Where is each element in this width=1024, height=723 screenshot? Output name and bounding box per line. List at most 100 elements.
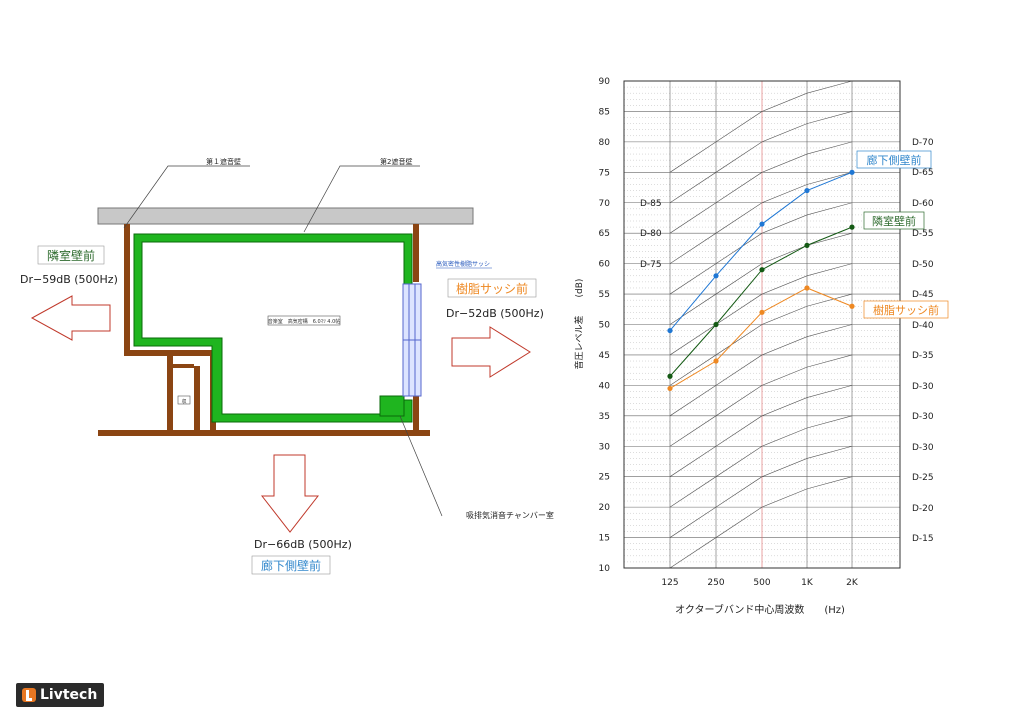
- d-label-right: D-70: [912, 138, 934, 148]
- series-point: [713, 321, 719, 328]
- d-curve: [669, 445, 853, 538]
- series-point: [667, 327, 673, 334]
- series-point: [667, 385, 673, 392]
- y-tick-label: 15: [599, 534, 610, 544]
- d-curve: [669, 111, 853, 204]
- x-tick-label: 2K: [846, 578, 859, 588]
- room-label: 音楽室 高気密構 6.0ﾏﾂ 4.0帖: [268, 318, 341, 325]
- series-line: [669, 287, 853, 389]
- d-curve: [669, 141, 853, 234]
- storage-box: [177, 395, 191, 405]
- y-tick-label: 80: [599, 138, 611, 148]
- floor-plan-diagram: 収 音楽室 高気密構 6.0ﾏﾂ 4.0帖 第１遮音壁 第2遮音壁 高気密性樹脂…: [20, 157, 554, 575]
- series-point: [804, 242, 810, 248]
- d-label-right: D-65: [912, 168, 934, 178]
- series-line: [669, 171, 853, 331]
- d-curve: [669, 385, 853, 477]
- series-point: [759, 221, 765, 227]
- y-tick-label: 60: [599, 260, 611, 270]
- legend-neighbor: 隣室壁前: [872, 214, 916, 228]
- d-curve: [669, 354, 853, 447]
- y-tick-label: 40: [599, 381, 611, 391]
- d-curve: [669, 415, 853, 508]
- legend-corridor: 廊下側壁前: [867, 153, 922, 167]
- d-curve-labels: D-70D-65D-60D-55D-50D-45D-40D-35D-30D-30…: [640, 138, 934, 544]
- y-tick-label: 65: [599, 229, 610, 239]
- series-point: [713, 358, 719, 364]
- legend-corridor-box: [856, 150, 932, 169]
- d-label-right: D-60: [912, 199, 934, 209]
- plot-frame: [623, 80, 901, 569]
- corridor-arrow: [260, 454, 320, 533]
- d-curve: [669, 80, 853, 173]
- d-label-right: D-35: [912, 351, 934, 361]
- corridor-title: 廊下側壁前: [261, 558, 321, 573]
- wall2-label: 第2遮音壁: [380, 157, 412, 166]
- d-label-left: D-75: [640, 260, 662, 270]
- series-point: [849, 303, 855, 309]
- sash-title-box: [447, 278, 537, 298]
- d-label-right: D-40: [912, 321, 934, 331]
- y-tick-label: 70: [599, 199, 611, 209]
- series-lines: [667, 169, 855, 392]
- d-curve: [669, 324, 853, 417]
- chamber-label: 吸排気消音チャンバー室: [466, 510, 554, 520]
- d-label-right: D-30: [912, 412, 934, 422]
- series-point: [759, 267, 765, 273]
- d-label-right: D-30: [912, 443, 934, 453]
- d-curve: [669, 263, 853, 356]
- d-label-right: D-15: [912, 534, 934, 544]
- neighbor-value: Dr−59dB (500Hz): [20, 273, 118, 286]
- d-label-right: D-30: [912, 382, 934, 392]
- wall1-label: 第１遮音壁: [206, 157, 241, 166]
- sash-label: 高気密性樹脂サッシ: [436, 260, 490, 268]
- corridor-title-box: [251, 555, 331, 575]
- leader-lines: [123, 165, 443, 517]
- resin-sash-window: [402, 283, 422, 397]
- x-tick-label: 250: [707, 578, 724, 588]
- x-tick-label: 125: [661, 578, 678, 588]
- neighbor-title: 隣室壁前: [47, 248, 95, 263]
- series-point: [849, 224, 855, 230]
- storage-label: 収: [181, 398, 186, 405]
- neighbor-title-box: [37, 245, 105, 265]
- legend-neighbor-box: [863, 211, 925, 230]
- y-tick-label: 55: [599, 290, 610, 300]
- series-point: [713, 273, 719, 279]
- d-label-right: D-45: [912, 290, 934, 300]
- y-tick-label: 50: [599, 321, 611, 331]
- d-label-left: D-80: [640, 229, 662, 239]
- series-point: [667, 373, 673, 379]
- x-tick-label: 500: [753, 578, 770, 588]
- y-axis-label: 音圧レベル差 (dB): [573, 279, 585, 370]
- series-point: [849, 169, 855, 175]
- ceiling-slab: [97, 207, 474, 225]
- y-tick-label: 45: [599, 351, 610, 361]
- livtech-logo: Livtech: [16, 683, 104, 707]
- sash-arrow: [451, 326, 531, 378]
- d-curve: [669, 202, 853, 295]
- legend-sash: 樹脂サッシ前: [873, 303, 939, 317]
- y-tick-label: 30: [599, 442, 611, 452]
- d-curve: [669, 293, 853, 386]
- logo-mark-icon: [22, 688, 36, 702]
- y-tick-label: 90: [599, 77, 611, 87]
- series-point: [759, 309, 765, 315]
- series-point: [804, 285, 810, 291]
- d-curve: [669, 232, 853, 325]
- d-label-right: D-55: [912, 229, 934, 239]
- d-label-right: D-50: [912, 260, 934, 270]
- sash-title: 樹脂サッシ前: [456, 281, 528, 296]
- legend-sash-box: [863, 300, 949, 319]
- d-label-right: D-20: [912, 504, 934, 514]
- d-label-right: D-25: [912, 473, 934, 483]
- y-tick-label: 85: [599, 107, 610, 117]
- sash-value: Dr−52dB (500Hz): [446, 307, 544, 320]
- y-tick-label: 20: [599, 503, 611, 513]
- chamber-box: [379, 395, 405, 417]
- room-label-box: [267, 315, 341, 326]
- y-tick-label: 25: [599, 473, 610, 483]
